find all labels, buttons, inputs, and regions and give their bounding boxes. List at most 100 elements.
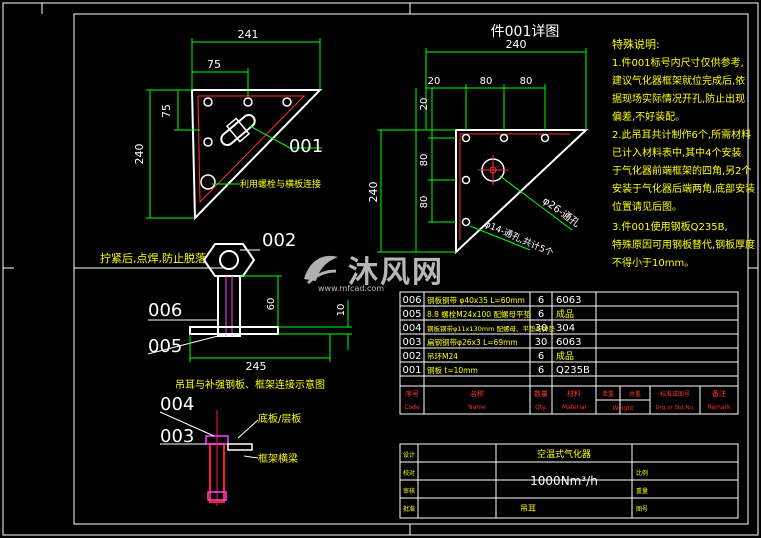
- bom-row-material: 304: [556, 323, 575, 334]
- callout-005: 005: [148, 336, 182, 357]
- eyebolt-nut: [202, 243, 256, 277]
- detail-hole: [540, 133, 550, 143]
- bom-row-qty: 6: [538, 365, 544, 376]
- plate-section: [227, 443, 253, 451]
- bom-header-name-cn: 名称: [470, 389, 484, 398]
- inner-border: [73, 13, 749, 525]
- tb-part-name: 吊耳: [520, 504, 536, 513]
- notes-line: 不得小于10mm。: [612, 257, 694, 269]
- dim-60-label: 60: [266, 298, 277, 311]
- leader-line: [147, 335, 219, 355]
- detail-dim-v20: 20: [419, 98, 430, 111]
- bom-row-no: 006: [402, 295, 421, 306]
- bom-row-name: 钢板钢带 φ40x35 L=60mm: [427, 295, 525, 305]
- eyebolt-shank: [217, 275, 241, 337]
- tb-review-label: 审核: [403, 487, 415, 495]
- bom-row-qty: 6: [538, 309, 544, 320]
- bom-row-qty: 30: [535, 323, 548, 334]
- bom-row-no: 004: [402, 323, 421, 334]
- callout-002: 002: [262, 230, 296, 251]
- detail-hole: [461, 133, 471, 143]
- detail-hole-label: φ26-通孔: [540, 195, 582, 230]
- bom-header-no-en: Code: [404, 404, 420, 411]
- callout-006: 006: [148, 300, 182, 321]
- bom-row-material: 6063: [556, 295, 581, 306]
- callout-003: 003: [160, 426, 194, 447]
- gusset-plate-outline: [190, 89, 323, 221]
- tb-drawing-no-label: 图号: [636, 506, 648, 513]
- detail-dim-80a: 80: [480, 76, 493, 87]
- notes-line: 建议气化器框架就位完成后,依: [612, 74, 745, 87]
- notes-line: 已计入材料表中,其中4个安装: [612, 146, 742, 159]
- tb-design-label: 设计: [403, 451, 415, 459]
- bom-header-weight-en: Weight: [613, 405, 635, 412]
- base-plate: [189, 326, 279, 335]
- tb-check-label: 校对: [403, 469, 415, 477]
- bom-row-material: 6063: [556, 337, 581, 348]
- bom-row-no: 005: [402, 309, 421, 320]
- notes-line: 特殊原因可用钢板替代,钢板厚度: [612, 238, 755, 251]
- bom-header-qty-en: Qty.: [535, 404, 547, 411]
- watermark-logo-icon: [304, 255, 338, 285]
- bom-row-material: 成品: [556, 308, 574, 320]
- gusset-inner-line: [197, 95, 306, 204]
- detail-dim-80b: 80: [520, 76, 533, 87]
- notes-line: 偏差,不好装配。: [612, 110, 685, 123]
- bom-row-no: 001: [402, 365, 421, 376]
- assembly-caption: 吊耳与补强钢板、框架连接示意图: [175, 378, 325, 391]
- detail-dim-v80b: 80: [419, 196, 430, 209]
- bom-table: 006 钢板钢带 φ40x35 L=60mm 6 6063 005 8.8 螺栓…: [399, 291, 739, 415]
- bom-header-mat-en: Material: [562, 404, 587, 411]
- leader-line: [159, 411, 215, 437]
- notes-line: 于气化器前端框架的四角,另2个: [612, 164, 752, 177]
- special-notes: 特殊说明: 1.件001标号内尺寸仅供参考, 建议气化器框架就位完成后,依 据现…: [612, 37, 755, 269]
- bom-row-qty: 30: [535, 337, 548, 348]
- notes-line: 3.件001使用钢板Q235B,: [612, 220, 728, 233]
- detail-hole: [461, 217, 471, 227]
- bom-row-name: 8.8 螺栓M24x100 配螺母平垫: [427, 309, 531, 319]
- detail-hole: [499, 133, 509, 143]
- eyebolt-assembly: 拧紧后,点焊,防止脱落 002 006 005 60 10 245 吊耳与补强钢…: [74, 230, 352, 391]
- bolt-hole: [203, 137, 213, 147]
- bolt-connect-note: 利用螺栓与横板连接: [240, 178, 321, 190]
- eyebolt-slot: [220, 114, 256, 146]
- bolt-hole: [243, 97, 253, 107]
- bom-header-no-cn: 序号: [405, 389, 419, 398]
- dim-75-vertical-label: 75: [160, 104, 173, 118]
- detail-title: 件001详图: [491, 24, 560, 40]
- gusset-dimensions: [146, 38, 322, 219]
- bolt-section: 004 003 底板/层板 框架横梁: [159, 394, 301, 506]
- tb-capacity: 1000Nm³/h: [530, 474, 598, 488]
- detail-slot-label: φ14-通孔,共计5个: [483, 218, 556, 259]
- label-base-plate: 底板/层板: [258, 412, 301, 425]
- notes-line: 安装于气化器后端两角,底部安装: [612, 182, 755, 195]
- bom-row-qty: 6: [538, 295, 544, 306]
- bolt-nut: [207, 491, 227, 501]
- bom-header-mat-cn: 材料: [567, 389, 581, 398]
- bom-row-name: 钢板 t=10mm: [427, 365, 478, 375]
- bom-row-material: 成品: [556, 350, 574, 362]
- bom-row-qty: 6: [538, 351, 544, 362]
- watermark-url: www.mfcad.com: [318, 284, 385, 293]
- detail-hole: [461, 175, 471, 185]
- bolt-hole: [203, 97, 213, 107]
- tb-weight-label: 重量: [636, 487, 648, 495]
- watermark: 沐风网: [300, 244, 470, 294]
- bom-header-unit-cn: 单重: [602, 390, 614, 398]
- detail-dim-height: 240: [367, 182, 380, 203]
- bom-header-name-en: Name: [468, 404, 486, 411]
- dim-10-label: 10: [336, 304, 347, 317]
- tb-scale-label: 比例: [636, 469, 648, 477]
- bom-header-total-cn: 总重: [629, 390, 641, 398]
- title-block-frame: [399, 443, 739, 519]
- callout-004: 004: [160, 394, 194, 415]
- detail-dim-240: 240: [506, 38, 527, 51]
- dim-240-vertical-label: 240: [133, 144, 146, 165]
- leader-line: [243, 455, 259, 459]
- watermark-text: 沐风网: [348, 255, 444, 290]
- dim-75-label: 75: [207, 58, 221, 71]
- bom-header-std-en: Drg.or Std.No.: [655, 405, 694, 411]
- dim-245-label: 245: [246, 360, 267, 373]
